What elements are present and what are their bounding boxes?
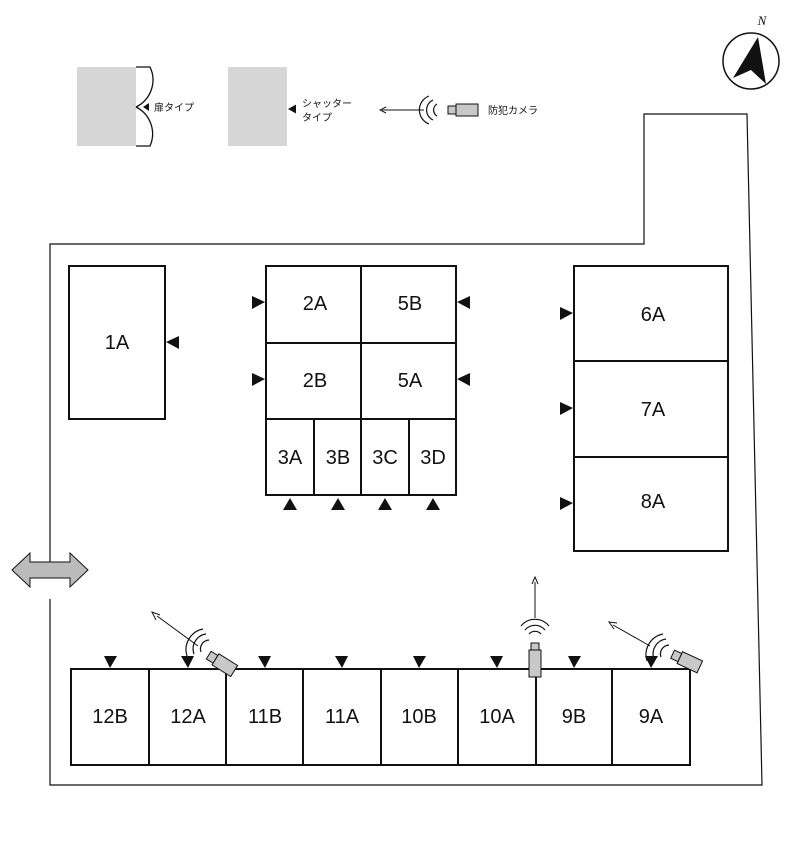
legend: 扉タイプ シャッター タイプ 防犯カメラ [77,66,538,147]
compass-north-label: N [757,13,768,28]
door-marker-2A [252,296,265,309]
door-marker-5A [457,373,470,386]
unit-3D-label: 3D [420,447,446,469]
unit-10A: 10A [457,668,537,766]
unit-5A: 5A [360,342,457,420]
security-camera-icon [447,103,479,117]
north-compass-icon: N [722,13,780,90]
unit-6A-label: 6A [641,304,666,326]
unit-11B-label: 11B [248,706,282,728]
door-marker-5B [457,296,470,309]
security-camera-icon [150,611,239,678]
unit-1A-label: 1A [105,332,130,354]
camera-legend: 防犯カメラ [378,95,538,125]
unit-3D: 3D [408,418,457,496]
unit-2A-label: 2A [303,293,328,315]
unit-11A: 11A [302,668,382,766]
door-marker-3A [283,498,297,510]
door-marker-9A [645,656,658,668]
shutter-type-legend: シャッター タイプ [228,67,352,146]
unit-5B-label: 5B [398,293,422,315]
unit-12B: 12B [70,668,150,766]
door-marker-9B [568,656,581,668]
unit-2B: 2B [265,342,362,420]
unit-9B-label: 9B [562,706,586,728]
unit-9A-label: 9A [639,706,664,728]
shutter-type-label-line1: シャッター [302,98,352,110]
unit-3B-label: 3B [326,447,350,469]
unit-1A: 1A [68,265,166,420]
door-marker-3D [426,498,440,510]
door-marker-12A [181,656,194,668]
unit-7A: 7A [573,360,729,458]
unit-7A-label: 7A [641,399,666,421]
security-camera-icon [607,621,704,674]
unit-8A-label: 8A [641,491,666,513]
door-marker-3B [331,498,345,510]
unit-2A: 2A [265,265,362,344]
site-boundary [49,113,763,786]
shutter-icon [228,67,287,146]
unit-9B: 9B [535,668,613,766]
unit-3C-label: 3C [372,447,398,469]
unit-11A-label: 11A [325,706,360,728]
unit-5B: 5B [360,265,457,344]
door-marker-11B [258,656,271,668]
door-marker-11A [335,656,348,668]
shutter-legend-triangle [288,104,296,114]
unit-3C: 3C [360,418,410,496]
door-marker-7A [560,402,573,415]
unit-12A-label: 12A [170,706,206,728]
unit-3B: 3B [313,418,362,496]
door-marker-6A [560,307,573,320]
unit-3A: 3A [265,418,315,496]
unit-9A: 9A [611,668,691,766]
door-type-legend: 扉タイプ [77,66,194,147]
unit-11B: 11B [225,668,304,766]
compass-needle [733,37,766,84]
shutter-type-label-line2: タイプ [302,112,332,124]
unit-3A-label: 3A [278,447,303,469]
unit-5A-label: 5A [398,370,423,392]
door-marker-1A [166,336,179,349]
door-marker-2B [252,373,265,386]
unit-12A: 12A [148,668,227,766]
door-marker-10B [413,656,426,668]
unit-8A: 8A [573,456,729,552]
unit-6A: 6A [573,265,729,362]
unit-2B-label: 2B [303,370,327,392]
door-marker-12B [104,656,117,668]
door-marker-8A [560,497,573,510]
unit-10B-label: 10B [401,706,437,728]
unit-10A-label: 10A [479,706,515,728]
camera-legend-arrowhead [378,106,387,114]
unit-12B-label: 12B [92,706,128,728]
security-camera-icon [520,575,550,678]
camera-label: 防犯カメラ [488,104,538,117]
door-unit-swatch [77,67,136,146]
door-marker-3C [378,498,392,510]
camera-legend-waves [418,95,438,125]
entrance-double-arrow-icon [11,551,89,589]
unit-10B: 10B [380,668,459,766]
double-door-icon [135,66,154,147]
door-marker-10A [490,656,503,668]
door-type-label: 扉タイプ [154,101,194,114]
door-legend-triangle [143,103,149,111]
